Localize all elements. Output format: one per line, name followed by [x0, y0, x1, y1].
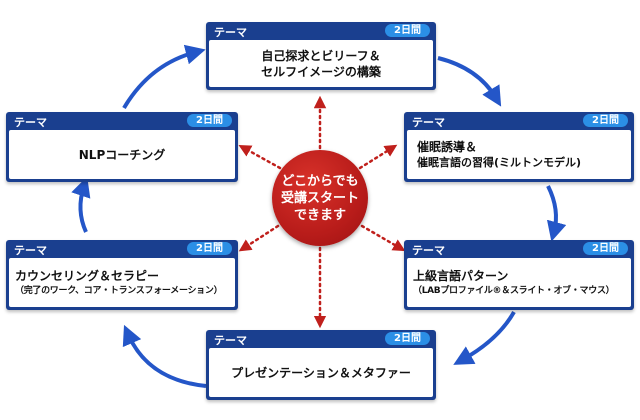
cycle-arrow-left-up	[71, 176, 91, 233]
card-title-line2: （LABプロファイル®＆スライト・オブ・マウス）	[413, 285, 615, 296]
theme-card-self-exploration: テーマ 2日間 自己探求とビリーフ＆ セルフイメージの構築	[206, 22, 436, 90]
center-text-line1: どこからでも	[281, 173, 359, 189]
theme-label: テーマ	[214, 26, 247, 39]
card-body: 催眠誘導＆ 催眠言語の習得(ミルトンモデル)	[407, 130, 631, 179]
center-text-line2: 受講スタート	[280, 190, 359, 206]
card-title-line2: 催眠言語の習得(ミルトンモデル)	[417, 155, 582, 169]
cycle-arrow-bottom-to-left	[122, 324, 207, 388]
duration-badge: 2日間	[385, 24, 430, 37]
card-title-line2: （完了のワーク、コア・トランスフォーメーション）	[15, 285, 223, 296]
card-header: テーマ 2日間	[6, 240, 238, 257]
duration-badge: 2日間	[385, 332, 430, 345]
start-anywhere-circle: どこからでも 受講スタート できます	[272, 150, 368, 246]
card-title-line2: セルフイメージの構築	[261, 64, 381, 79]
theme-card-nlp-coaching: テーマ 2日間 NLPコーチング	[6, 112, 238, 182]
theme-card-hypnosis: テーマ 2日間 催眠誘導＆ 催眠言語の習得(ミルトンモデル)	[404, 112, 634, 182]
dotted-arrow-upper-right	[358, 144, 398, 170]
theme-label: テーマ	[14, 244, 47, 257]
center-text-line3: できます	[293, 207, 346, 223]
theme-label: テーマ	[214, 334, 247, 347]
dotted-arrow-upper-left	[238, 144, 282, 170]
theme-card-counseling: テーマ 2日間 カウンセリング＆セラピー （完了のワーク、コア・トランスフォーメ…	[6, 240, 238, 310]
card-title-line1: プレゼンテーション＆メタファー	[231, 365, 411, 380]
card-header: テーマ 2日間	[404, 112, 634, 129]
card-title-line1: カウンセリング＆セラピー	[15, 268, 160, 283]
card-title-line1: 催眠誘導＆	[417, 139, 478, 154]
duration-badge: 2日間	[187, 114, 232, 127]
theme-label: テーマ	[412, 244, 445, 257]
duration-badge: 2日間	[583, 114, 628, 127]
cycle-arrow-top-to-right	[437, 56, 502, 107]
card-header: テーマ 2日間	[206, 330, 436, 347]
radial-dotted-arrows	[238, 95, 406, 329]
card-body: NLPコーチング	[9, 130, 235, 179]
card-body: 自己探求とビリーフ＆ セルフイメージの構築	[209, 40, 433, 87]
theme-card-presentation: テーマ 2日間 プレゼンテーション＆メタファー	[206, 330, 436, 400]
card-body: 上級言語パターン （LABプロファイル®＆スライト・オブ・マウス）	[407, 258, 631, 307]
card-title-line1: NLPコーチング	[78, 147, 166, 162]
cycle-arrow-left-to-top	[122, 44, 206, 110]
card-body: プレゼンテーション＆メタファー	[209, 348, 433, 397]
dotted-arrow-lower-right	[360, 224, 406, 252]
cycle-arrow-right-to-bottom	[453, 311, 516, 365]
cycle-arrow-right-down	[546, 185, 567, 242]
theme-card-advanced-language: テーマ 2日間 上級言語パターン （LABプロファイル®＆スライト・オブ・マウス…	[404, 240, 634, 310]
card-body: カウンセリング＆セラピー （完了のワーク、コア・トランスフォーメーション）	[9, 258, 235, 307]
card-header: テーマ 2日間	[6, 112, 238, 129]
dotted-arrow-lower-left	[238, 224, 280, 252]
card-header: テーマ 2日間	[404, 240, 634, 257]
duration-badge: 2日間	[583, 242, 628, 255]
card-header: テーマ 2日間	[206, 22, 436, 39]
card-title-line1: 自己探求とビリーフ＆	[261, 48, 381, 63]
theme-label: テーマ	[14, 116, 47, 129]
duration-badge: 2日間	[187, 242, 232, 255]
theme-label: テーマ	[412, 116, 445, 129]
card-title-line1: 上級言語パターン	[413, 268, 509, 283]
